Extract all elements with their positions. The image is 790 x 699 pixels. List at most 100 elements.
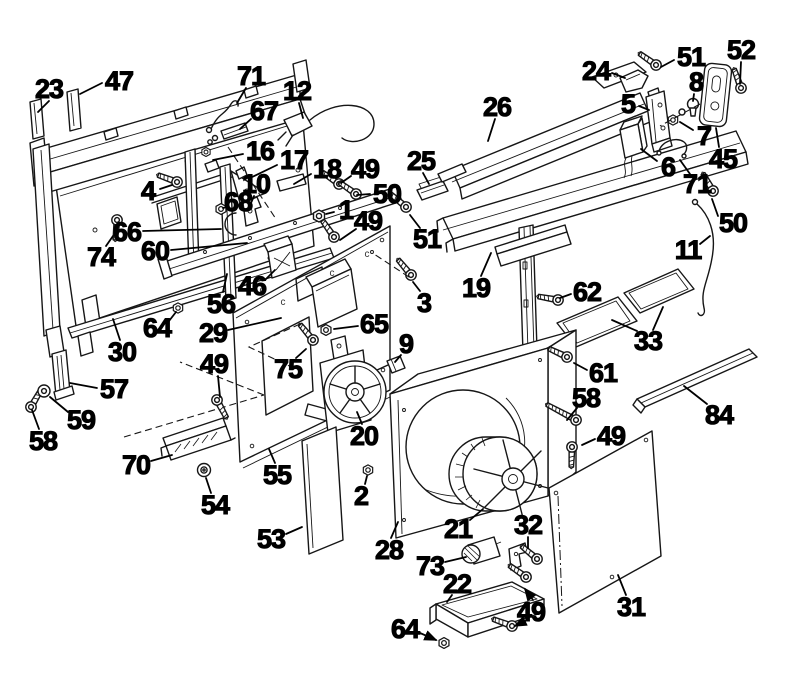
part-23-strip xyxy=(29,98,45,140)
callout-68: 68 xyxy=(222,186,255,218)
callout-30: 30 xyxy=(107,318,138,368)
callout-9: 9 xyxy=(394,328,416,363)
leader-line xyxy=(480,252,492,277)
callout-74: 74 xyxy=(86,235,118,273)
part-number-label: 58 xyxy=(572,383,601,413)
part-number-label: 12 xyxy=(283,76,311,106)
junction-box xyxy=(305,258,358,328)
leader-line xyxy=(31,409,40,430)
callout-55: 55 xyxy=(262,448,294,491)
leader-line xyxy=(333,325,359,330)
leader-line xyxy=(419,630,438,641)
callout-67: 67 xyxy=(239,95,280,130)
callout-23: 23 xyxy=(34,73,66,113)
callout-46: 46 xyxy=(237,269,276,302)
callout-2: 2 xyxy=(353,475,370,512)
leader-line xyxy=(250,195,255,204)
part-25-clip xyxy=(416,176,449,201)
leader-line xyxy=(523,587,537,602)
part-number-label: 23 xyxy=(35,74,64,104)
part-number-label: 75 xyxy=(274,354,303,384)
part-number-label: 49 xyxy=(351,154,380,184)
part-number-label: 18 xyxy=(313,154,342,184)
callout-53: 53 xyxy=(256,523,303,555)
callout-19: 19 xyxy=(461,252,493,304)
callout-50: 50 xyxy=(356,178,403,210)
leader-line xyxy=(692,93,695,102)
callout-29: 29 xyxy=(198,317,282,349)
part-number-label: 59 xyxy=(67,405,96,435)
leader-line xyxy=(212,153,244,161)
leader-line xyxy=(49,396,69,413)
nut-64a xyxy=(172,302,184,314)
leader-line xyxy=(339,228,357,241)
leader-line xyxy=(409,214,421,229)
part-24-bracket xyxy=(619,69,649,93)
part-number-label: 51 xyxy=(413,224,442,254)
part-22-drain-tray xyxy=(429,581,545,638)
leader-line xyxy=(422,172,430,185)
leader-line xyxy=(264,269,276,281)
callout-49: 49 xyxy=(581,420,628,452)
leader-line xyxy=(711,198,719,217)
leader-line xyxy=(298,102,304,119)
part-number-label: 84 xyxy=(705,400,734,430)
part-number-label: 71 xyxy=(683,169,712,199)
leader-line xyxy=(412,281,421,292)
leader-line xyxy=(249,164,278,179)
nut-16 xyxy=(201,146,211,158)
leader-line xyxy=(105,235,114,247)
callout-16: 16 xyxy=(212,135,277,167)
part-number-label: 67 xyxy=(250,96,278,126)
part-number-label: 54 xyxy=(201,490,230,520)
part-number-label: 29 xyxy=(199,318,228,348)
part-number-label: 2 xyxy=(354,481,368,511)
callout-84: 84 xyxy=(683,385,736,431)
part-number-label: 71 xyxy=(237,61,266,91)
callout-57: 57 xyxy=(69,373,130,405)
leader-line xyxy=(559,293,572,299)
part-number-label: 28 xyxy=(375,535,404,565)
part-number-label: 64 xyxy=(391,614,420,644)
leader-line xyxy=(205,477,212,494)
leader-line xyxy=(446,594,453,603)
part-number-label: 3 xyxy=(417,288,432,318)
part-number-label: 50 xyxy=(719,208,747,238)
leader-line xyxy=(487,118,496,142)
part-number-label: 57 xyxy=(100,374,128,404)
leader-line xyxy=(581,438,596,446)
part-number-label: 66 xyxy=(113,217,142,247)
leader-line xyxy=(170,242,248,251)
part-number-label: 55 xyxy=(263,460,292,490)
callout-66: 66 xyxy=(112,216,222,248)
part-number-label: 49 xyxy=(597,421,626,451)
callout-58: 58 xyxy=(28,409,60,457)
callout-51: 51 xyxy=(660,41,708,73)
callout-47: 47 xyxy=(79,65,135,97)
callout-61: 61 xyxy=(573,357,620,389)
part-number-label: 58 xyxy=(29,426,58,456)
callout-3: 3 xyxy=(412,281,434,319)
leader-line xyxy=(566,407,578,421)
part-number-label: 32 xyxy=(514,510,542,540)
leader-line xyxy=(69,382,98,389)
callout-20: 20 xyxy=(349,411,380,452)
leader-line xyxy=(638,105,650,111)
part-number-label: 65 xyxy=(360,309,389,339)
part-number-label: 5 xyxy=(621,89,636,119)
callout-6: 6 xyxy=(640,148,678,183)
leader-line xyxy=(469,508,484,521)
leader-line xyxy=(79,82,103,95)
part-number-label: 4 xyxy=(141,176,156,206)
callout-1: 1 xyxy=(325,194,356,226)
callout-26: 26 xyxy=(482,91,514,142)
leader-line xyxy=(390,521,399,539)
part-57-bracket xyxy=(51,349,75,401)
part-number-label: 21 xyxy=(444,514,473,544)
leader-line xyxy=(356,193,371,196)
callout-70: 70 xyxy=(121,449,173,481)
part-number-label: 16 xyxy=(246,136,275,166)
leader-line xyxy=(295,348,307,359)
part-number-label: 64 xyxy=(143,313,172,343)
